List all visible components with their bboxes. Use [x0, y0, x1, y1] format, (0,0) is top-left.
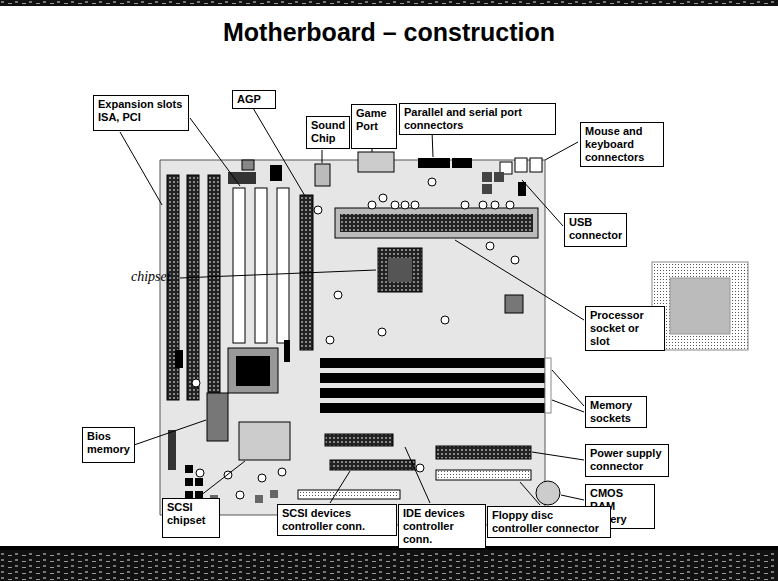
- callout-box: Parallel and serial port connectors: [399, 103, 556, 135]
- callout-text: Floppy disc controller connector: [492, 509, 606, 535]
- callout-box: Game Port: [351, 104, 397, 149]
- slide-title: Motherboard – construction: [0, 18, 778, 47]
- callout-box: Sound Chip: [306, 116, 350, 149]
- callout-box: AGP: [232, 90, 276, 109]
- callout-box: USB connector: [564, 213, 627, 247]
- callout-box: Processor socket or slot: [585, 306, 665, 351]
- callout-box: Mouse and keyboard connectors: [580, 122, 664, 167]
- callout-box: Power supply connector: [585, 444, 669, 477]
- callout-text: Memory sockets: [590, 399, 642, 425]
- callout-box: Expansion slots ISA, PCI: [93, 95, 189, 131]
- callout-text: Power supply connector: [590, 447, 664, 473]
- callout-text: SCSI chipset: [167, 501, 215, 527]
- callout-text: Expansion slots ISA, PCI: [98, 98, 184, 124]
- callout-box: SCSI chipset: [162, 498, 220, 538]
- callout-box: SCSI devices controller conn.: [277, 504, 397, 536]
- callout-text: Mouse and keyboard connectors: [585, 125, 659, 164]
- callout-text: Processor socket or slot: [590, 309, 660, 348]
- callout-text: Parallel and serial port connectors: [404, 106, 551, 132]
- callout-text: SCSI devices controller conn.: [282, 507, 392, 533]
- callout-text: Game Port: [356, 107, 392, 133]
- callout-box: Floppy disc controller connector: [487, 506, 611, 538]
- callout-text: IDE devices controller conn.: [403, 507, 481, 546]
- callout-text: USB connector: [569, 216, 622, 242]
- callout-box: Memory sockets: [585, 396, 647, 428]
- part-label: chipset: [131, 269, 171, 285]
- callout-box: Bios memory: [82, 427, 135, 463]
- callout-text: AGP: [237, 93, 271, 106]
- callout-text: Bios memory: [87, 430, 130, 456]
- callout-text: Sound Chip: [311, 119, 345, 145]
- callout-box: IDE devices controller conn.: [398, 504, 486, 549]
